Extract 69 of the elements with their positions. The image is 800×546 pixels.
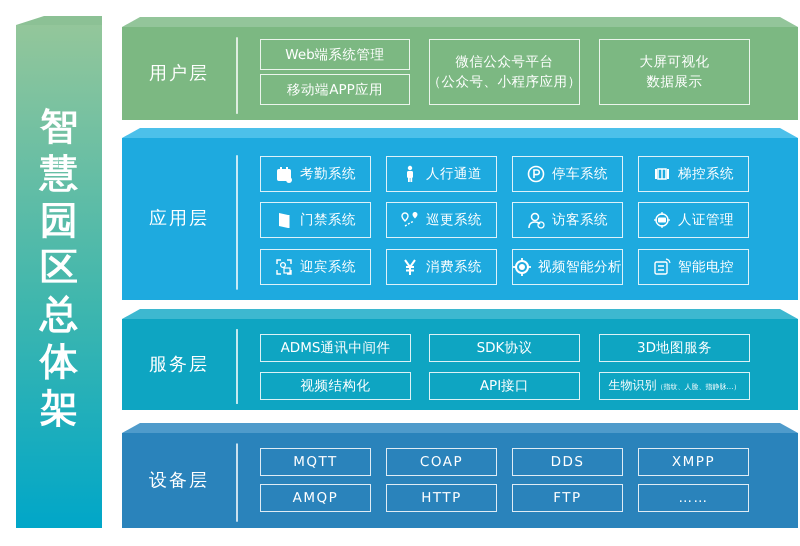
item-box [260, 39, 410, 70]
item-box [512, 156, 623, 192]
item-box [260, 202, 371, 238]
layer-heading: 设备层 [149, 468, 209, 492]
item-label: AMQP [292, 489, 338, 508]
item-label: 门禁系统 [300, 211, 356, 230]
item-label: …… [678, 489, 708, 508]
item-box [638, 202, 749, 238]
title-text: 智慧园区总体架 [38, 103, 79, 432]
item-label: 停车系统 [552, 165, 608, 184]
item-box [429, 372, 580, 400]
item-box [429, 39, 580, 105]
item-label: 访客系统 [552, 211, 608, 230]
item-box [512, 202, 623, 238]
item-box [599, 334, 750, 362]
item-box [599, 372, 750, 400]
layer-band [122, 17, 798, 120]
layer-band [122, 128, 798, 300]
item-label: 迎宾系统 [300, 258, 356, 277]
layer-heading: 应用层 [149, 207, 209, 231]
item-box [386, 448, 497, 476]
item-box [512, 249, 623, 285]
item-box [260, 249, 371, 285]
item-box [260, 372, 411, 400]
item-label: 移动端APP应用 [287, 80, 383, 100]
item-label: 人证管理 [678, 211, 734, 230]
item-box [260, 448, 371, 476]
item-box [386, 202, 497, 238]
layer-band [122, 309, 798, 410]
item-box [260, 74, 410, 105]
item-label: DDS [550, 453, 584, 472]
item-label: 视频智能分析 [538, 258, 622, 277]
item-box [638, 484, 749, 512]
item-box [638, 156, 749, 192]
item-box [260, 484, 371, 512]
item-label: 智能电控 [678, 258, 734, 277]
title-bar [16, 15, 102, 528]
item-box [386, 249, 497, 285]
item-box [429, 334, 580, 362]
item-box [260, 334, 411, 362]
item-box [386, 484, 497, 512]
item-label: HTTP [421, 489, 462, 508]
item-label: API接口 [480, 377, 530, 396]
layer-heading: 用户层 [149, 62, 209, 86]
item-label: XMPP [672, 453, 716, 472]
item-box [638, 448, 749, 476]
item-label: 人行通道 [426, 165, 482, 184]
item-label: COAP [420, 453, 464, 472]
item-box [512, 448, 623, 476]
item-label: 大屏可视化数据展示 [638, 53, 710, 92]
item-box [599, 39, 750, 105]
item-label: 3D地图服务 [637, 339, 712, 358]
item-label: 视频结构化 [300, 377, 370, 396]
layer-heading: 服务层 [149, 352, 209, 376]
item-label: 消费系统 [426, 258, 482, 277]
item-label: Web端系统管理 [285, 46, 385, 64]
item-label: FTP [553, 489, 582, 508]
item-label: SDK协议 [476, 339, 532, 358]
item-label: 微信公众号平台（公众号、小程序应用） [428, 53, 582, 92]
item-label: MQTT [293, 453, 338, 472]
item-box [638, 249, 749, 285]
item-box [386, 156, 497, 192]
item-label: ADMS通讯中间件 [280, 339, 390, 358]
layer-band [122, 423, 798, 528]
item-label: 梯控系统 [678, 165, 734, 184]
item-label: 考勤系统 [300, 165, 356, 184]
item-box [512, 484, 623, 512]
item-box [260, 156, 371, 192]
item-label: 巡更系统 [426, 211, 482, 230]
